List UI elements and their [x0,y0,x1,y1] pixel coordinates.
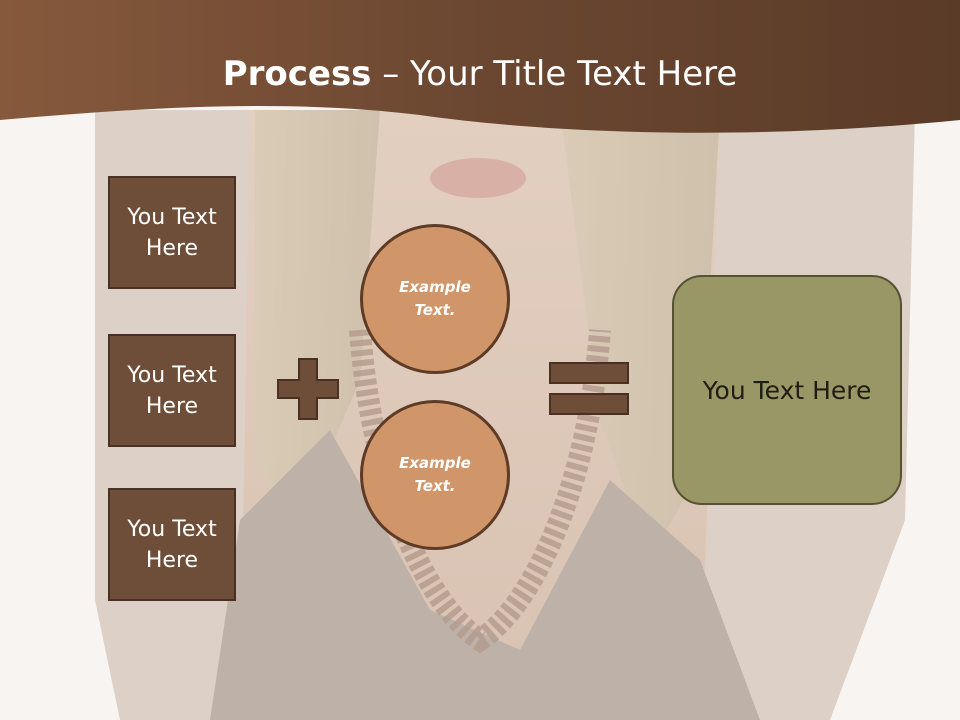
example-circle-1[interactable]: Example Text. [360,224,510,374]
title-rest: – Your Title Text Here [371,54,738,94]
title-bold: Process [222,54,372,94]
left-text-box-3[interactable]: You Text Here [108,488,236,601]
left-text-box-2[interactable]: You Text Here [108,334,236,447]
example-circle-2[interactable]: Example Text. [360,400,510,550]
plus-icon [277,358,339,420]
header-band [0,0,960,133]
result-text-box[interactable]: You Text Here [672,275,902,505]
left-text-box-1[interactable]: You Text Here [108,176,236,289]
equals-icon [549,362,629,415]
page-title: Process – Your Title Text Here [0,52,960,96]
